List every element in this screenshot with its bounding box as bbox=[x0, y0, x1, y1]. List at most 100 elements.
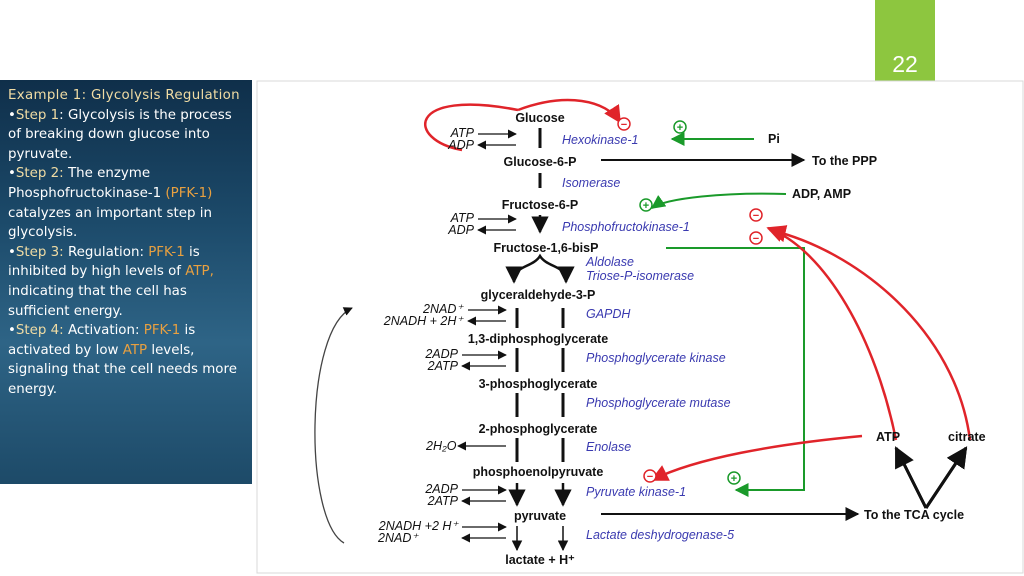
plus-sign-pfk-text: + bbox=[643, 200, 649, 212]
sidebar-panel: Example 1: Glycolysis Regulation •Step 1… bbox=[0, 80, 252, 484]
label-citrate: citrate bbox=[948, 430, 986, 444]
step-4-highlight-atp: ATP bbox=[122, 342, 148, 358]
label-2nadh: 2NADH + 2H⁺ bbox=[383, 314, 465, 328]
label-3-phosphoglycerate: 3-phosphoglycerate bbox=[479, 377, 598, 391]
label-glyceraldehyde-3-p: glyceraldehyde-3-P bbox=[481, 288, 596, 302]
plus-sign-hk bbox=[673, 120, 687, 134]
label-to-tca: To the TCA cycle bbox=[864, 508, 964, 522]
plus-sign-hk-text: + bbox=[677, 122, 683, 134]
step-1: •Step 1: Glycolysis is the process of br… bbox=[8, 107, 232, 162]
label-hexokinase: Hexokinase-1 bbox=[562, 133, 638, 147]
step-4-label: Step 4: bbox=[15, 323, 64, 339]
regulation-signs: − + + − − − + bbox=[617, 117, 763, 485]
g6p-inhibition-arrow bbox=[517, 98, 622, 124]
label-2nad: 2NAD⁺ bbox=[422, 302, 464, 316]
step-4-highlight-pfk: PFK-1 bbox=[143, 323, 181, 339]
label-atp-1: ATP bbox=[450, 126, 475, 140]
step-4: •Step 4: Activation: PFK-1 is activated … bbox=[8, 323, 237, 397]
step-3-highlight-pfk: PFK-1 bbox=[148, 244, 185, 260]
label-aldolase: Aldolase bbox=[585, 255, 634, 269]
atp-pk-inhibition-arrow bbox=[650, 434, 863, 482]
label-enolase: Enolase bbox=[586, 440, 631, 454]
label-2nadh-2: 2NADH +2 H⁺ bbox=[378, 519, 460, 533]
minus-sign-pk bbox=[643, 469, 657, 483]
label-phosphoglycerate-mutase: Phosphoglycerate mutase bbox=[586, 396, 731, 410]
plus-sign-pk bbox=[727, 471, 741, 485]
label-adp-amp: ADP, AMP bbox=[792, 187, 851, 201]
g6p-feedback-loop bbox=[424, 103, 519, 152]
label-13-diphosphoglycerate: 1,3-diphosphoglycerate bbox=[468, 332, 608, 346]
diagram-frame bbox=[256, 80, 1024, 574]
step-2-text-a: The enzyme Phosphofructokinase-1 bbox=[8, 166, 166, 201]
glycolysis-diagram: − + + − − − + Glucose Glucose-6-P Fructo… bbox=[256, 80, 1024, 574]
label-2-phosphoglycerate: 2-phosphoglycerate bbox=[479, 422, 598, 436]
minus-sign-pfk-2 bbox=[749, 231, 763, 245]
enzyme-labels: Hexokinase-1 Isomerase Phosphofructokina… bbox=[562, 133, 734, 542]
label-2atp-2: 2ATP bbox=[427, 494, 459, 508]
label-gapdh: GAPDH bbox=[586, 307, 631, 321]
minus-sign-hk-text: − bbox=[621, 119, 627, 131]
label-2h2o: 2H₂O bbox=[425, 439, 457, 453]
minus-sign-pfk-1 bbox=[749, 208, 763, 222]
step-3-label: Step 3: bbox=[15, 244, 64, 260]
label-pyruvate-kinase: Pyruvate kinase-1 bbox=[586, 485, 686, 499]
step-1-text: : Glycolysis is the process of breaking … bbox=[8, 107, 232, 162]
label-glucose-6-p: Glucose-6-P bbox=[504, 155, 577, 169]
activation-arrows bbox=[650, 132, 805, 497]
minus-sign-hk bbox=[617, 117, 631, 131]
regulator-labels: Pi ADP, AMP To the PPP To the TCA cycle … bbox=[768, 132, 986, 522]
pathway-arrows bbox=[505, 128, 575, 552]
label-triose-p-isomerase: Triose-P-isomerase bbox=[586, 269, 694, 283]
step-2-text-b: catalyzes an important step in glycolysi… bbox=[8, 205, 212, 241]
step-4-text-a: Activation: bbox=[63, 323, 144, 339]
label-2adp-1: 2ADP bbox=[424, 347, 458, 361]
citrate-pfk-inhibition-arrow bbox=[768, 225, 972, 441]
label-atp-regulator: ATP bbox=[876, 430, 900, 444]
step-4-text-b: is activated by low bbox=[8, 323, 196, 358]
step-4-text-c: levels, signaling that the cell needs mo… bbox=[8, 342, 237, 397]
label-pi: Pi bbox=[768, 132, 780, 146]
label-isomerase: Isomerase bbox=[562, 176, 620, 190]
atp-pfk-inhibition-arrow bbox=[766, 225, 898, 441]
plus-sign-pk-text: + bbox=[731, 473, 737, 485]
sidebar-title: Example 1: Glycolysis Regulation bbox=[8, 88, 240, 103]
label-glucose: Glucose bbox=[515, 111, 564, 125]
minus-sign-pfk-1-text: − bbox=[753, 210, 759, 222]
step-3: •Step 3: Regulation: PFK-1 is inhibited … bbox=[8, 244, 214, 319]
step-3-highlight-atp: ATP, bbox=[185, 264, 214, 280]
cofactor-labels: ATP ADP ATP ADP 2NAD⁺ 2NADH + 2H⁺ 2ADP 2… bbox=[377, 126, 475, 545]
label-phosphoenolpyruvate: phosphoenolpyruvate bbox=[473, 465, 604, 479]
inhibition-arrows bbox=[424, 98, 972, 482]
label-2nad-2: 2NAD⁺ bbox=[377, 531, 419, 545]
f16bp-feedforward-arrow bbox=[666, 247, 805, 497]
label-to-ppp: To the PPP bbox=[812, 154, 877, 168]
step-1-label: Step 1 bbox=[15, 107, 60, 123]
plus-sign-pfk bbox=[639, 198, 653, 212]
adp-amp-activation-arrow bbox=[650, 192, 787, 209]
label-fructose-6-p: Fructose-6-P bbox=[502, 198, 578, 212]
label-lactate-dehydrogenase: Lactate deshydrogenase-5 bbox=[586, 528, 734, 542]
step-3-text-b: is inhibited by high levels of bbox=[8, 244, 200, 280]
slide-number-tab: 22 bbox=[875, 0, 935, 82]
step-2: •Step 2: The enzyme Phosphofructokinase-… bbox=[8, 166, 213, 241]
nad-recycle-arrow bbox=[314, 307, 353, 544]
minus-sign-pfk-2-text: − bbox=[753, 233, 759, 245]
step-2-highlight: (PFK-1) bbox=[165, 185, 213, 201]
metabolite-labels: Glucose Glucose-6-P Fructose-6-P Fructos… bbox=[468, 111, 608, 567]
label-atp-2: ATP bbox=[450, 211, 475, 225]
tca-to-citrate-arrow bbox=[924, 446, 968, 509]
label-fructose-16-bisp: Fructose-1,6-bisP bbox=[494, 241, 599, 255]
cofactor-arrows bbox=[314, 129, 968, 544]
label-2adp-2: 2ADP bbox=[424, 482, 458, 496]
label-phosphoglycerate-kinase: Phosphoglycerate kinase bbox=[586, 351, 726, 365]
step-3-text-a: Regulation: bbox=[63, 244, 149, 260]
tca-to-atp-arrow bbox=[894, 446, 928, 509]
minus-sign-pk-text: − bbox=[647, 471, 653, 483]
label-pyruvate: pyruvate bbox=[514, 509, 566, 523]
label-adp-2: ADP bbox=[447, 223, 474, 237]
label-adp-1: ADP bbox=[447, 138, 474, 152]
label-2atp-1: 2ATP bbox=[427, 359, 459, 373]
label-pfk-1: Phosphofructokinase-1 bbox=[562, 220, 690, 234]
step-3-text-c: indicating that the cell has sufficient … bbox=[8, 283, 187, 319]
slide-number: 22 bbox=[892, 51, 918, 77]
